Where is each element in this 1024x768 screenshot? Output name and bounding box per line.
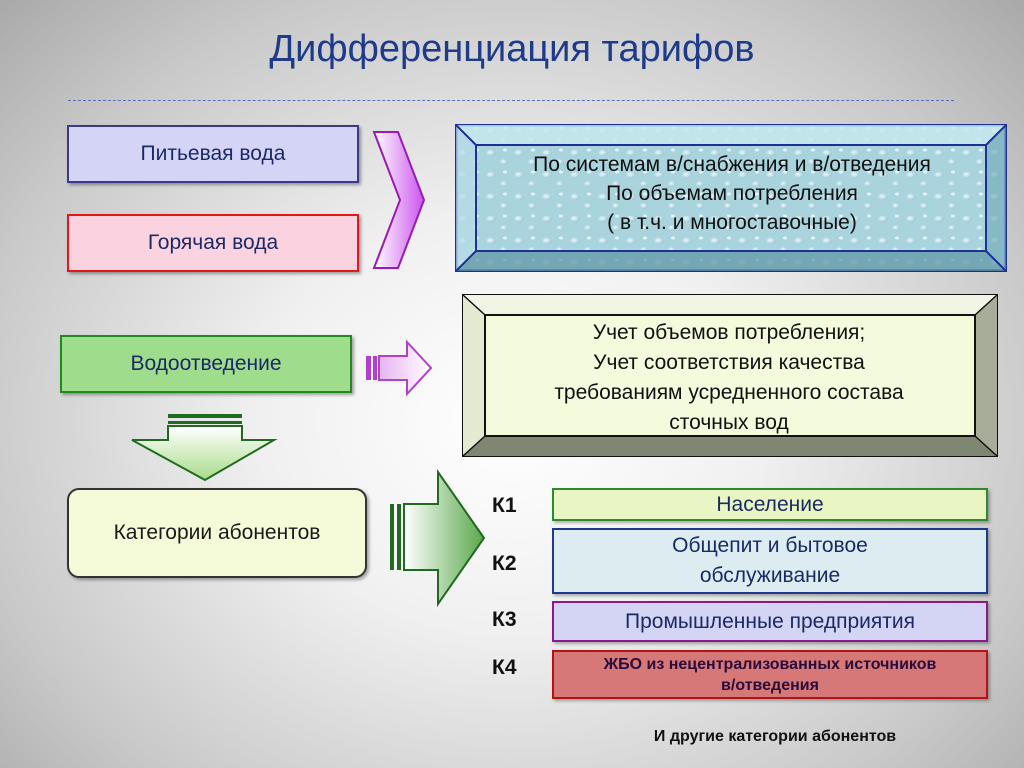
drainage-line-1: Учет объемов потребления; (592, 321, 866, 344)
footer-note: И другие категории абонентов (653, 728, 897, 745)
category-k4-line-2: в/отведения (721, 676, 819, 694)
water-line-1: По системам в/снабжения и в/отведения (533, 153, 931, 176)
down-arrow-icon (131, 414, 278, 482)
drainage-tariff-box (462, 294, 998, 457)
category-k4-line-1: ЖБО из нецентрализованных источников (603, 655, 937, 673)
subscriber-categories-box: Категории абонентов (67, 488, 367, 578)
category-k3-box: Промышленные предприятия (552, 601, 988, 642)
title-divider (68, 100, 954, 101)
drainage-line-2: Учет соответствия качества (593, 351, 865, 374)
category-code-k1: К1 (492, 494, 517, 517)
category-k2-line-2: обслуживание (699, 564, 841, 587)
category-k4-box: ЖБО из нецентрализованных источников в/о… (552, 650, 988, 699)
water-tariff-box (455, 124, 1007, 272)
category-code-k2: К2 (492, 552, 517, 575)
category-k2-line-1: Общепит и бытовое (672, 534, 868, 557)
drainage-line-4: сточных вод (669, 411, 789, 434)
right-arrow-icon (366, 339, 433, 397)
chevron-arrow-icon (372, 131, 426, 269)
drainage-tariff-text: Учет объемов потребления; Учет соответст… (484, 318, 974, 438)
category-k2-box: Общепит и бытовое обслуживание (552, 528, 988, 594)
drainage-line-3: требованиям усредненного состава (554, 381, 904, 404)
drinking-water-box: Питьевая вода (67, 125, 359, 183)
category-code-k4: К4 (492, 656, 517, 679)
category-k1-box: Население (552, 488, 988, 521)
hot-water-box: Горячая вода (67, 214, 359, 272)
water-line-3: ( в т.ч. и многоставочные) (607, 211, 857, 234)
categories-arrow-icon (390, 468, 486, 608)
drainage-box: Водоотведение (60, 335, 352, 393)
water-tariff-text: По системам в/снабжения и в/отведения По… (478, 150, 986, 237)
category-code-k3: К3 (492, 608, 517, 631)
page-title: Дифференциация тарифов (269, 28, 755, 70)
water-line-2: По объемам потребления (606, 182, 858, 205)
